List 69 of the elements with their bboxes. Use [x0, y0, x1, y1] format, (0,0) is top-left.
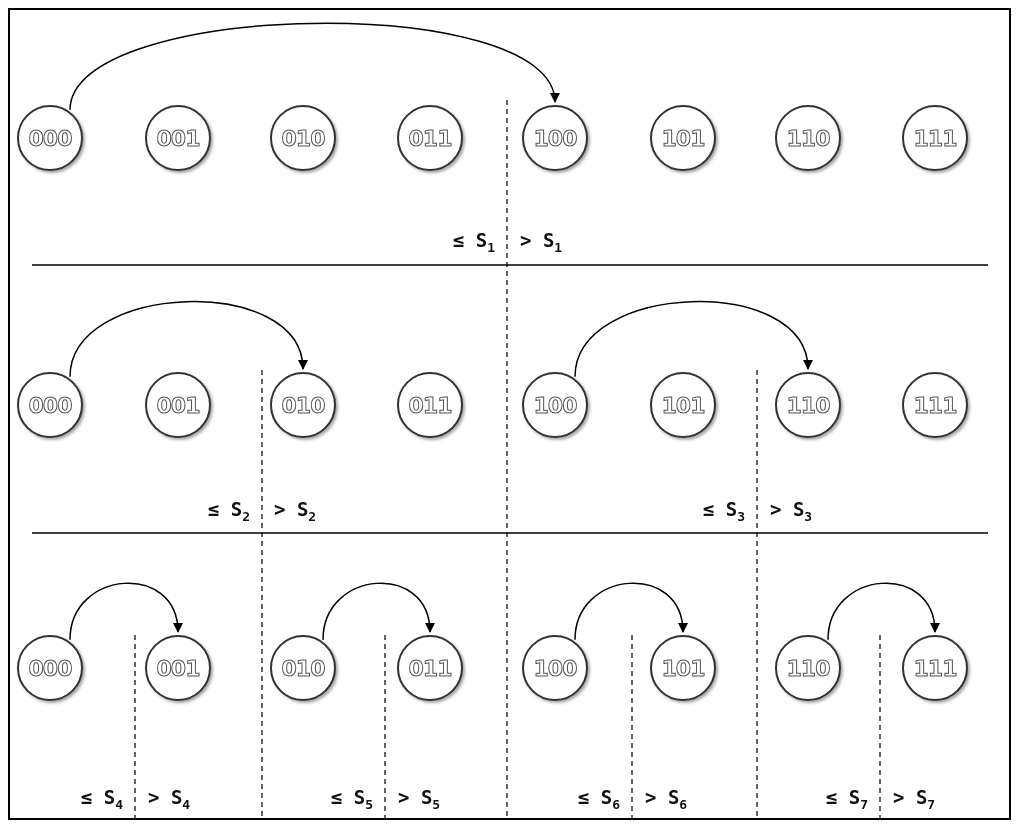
state-circle — [145, 105, 211, 171]
binary-code: 101 — [661, 125, 705, 151]
curved-arrow — [574, 582, 687, 641]
threshold-label: > S$_{7}$ — [893, 786, 936, 812]
state-circle — [145, 372, 211, 438]
binary-code: 000 — [28, 125, 72, 151]
binary-code: 100 — [533, 392, 577, 418]
state-circle — [397, 635, 463, 701]
state-circle — [145, 635, 211, 701]
binary-code: 011 — [408, 125, 452, 151]
state-circle — [397, 105, 463, 171]
binary-code: 101 — [661, 392, 705, 418]
binary-code: 010 — [281, 655, 325, 681]
curved-arrow — [322, 582, 434, 641]
state-circle — [17, 105, 83, 171]
state-circle — [17, 635, 83, 701]
curved-arrow — [69, 300, 306, 378]
binary-code: 100 — [533, 655, 577, 681]
binary-code: 000 — [28, 655, 72, 681]
binary-code: 011 — [408, 655, 452, 681]
binary-code: 111 — [913, 392, 957, 418]
binary-code: 011 — [408, 392, 452, 418]
state-circle — [775, 105, 841, 171]
binary-code: 001 — [156, 392, 200, 418]
state-circle — [270, 105, 336, 171]
state-circle — [270, 635, 336, 701]
threshold-label: > S$_{5}$ — [398, 786, 441, 812]
threshold-label: > S$_{2}$ — [274, 498, 317, 524]
threshold-label: ≤ S$_{5}$ — [330, 786, 373, 812]
threshold-label: ≤ S$_{7}$ — [825, 786, 868, 812]
threshold-label: ≤ S$_{1}$ — [452, 229, 495, 255]
binary-code: 101 — [661, 655, 705, 681]
binary-code: 010 — [281, 392, 325, 418]
binary-code: 110 — [786, 392, 830, 418]
binary-code: 010 — [281, 125, 325, 151]
threshold-label: ≤ S$_{3}$ — [702, 498, 745, 524]
state-circle — [650, 372, 716, 438]
binary-code: 111 — [913, 655, 957, 681]
threshold-label: > S$_{6}$ — [645, 786, 688, 812]
state-circle — [270, 372, 336, 438]
binary-code: 111 — [913, 125, 957, 151]
binary-code: 000 — [28, 392, 72, 418]
state-circle — [902, 635, 968, 701]
threshold-label: ≤ S$_{2}$ — [207, 498, 250, 524]
threshold-label: ≤ S$_{6}$ — [577, 786, 620, 812]
curved-arrow — [574, 300, 811, 378]
threshold-label: ≤ S$_{4}$ — [80, 786, 123, 812]
binary-code: 110 — [786, 125, 830, 151]
state-circle — [902, 372, 968, 438]
state-circle — [397, 372, 463, 438]
state-circle — [775, 372, 841, 438]
binary-code: 100 — [533, 125, 577, 151]
state-circle — [522, 372, 588, 438]
state-circle — [650, 635, 716, 701]
threshold-label: > S$_{1}$ — [520, 229, 563, 255]
threshold-label: > S$_{4}$ — [148, 786, 191, 812]
state-circle — [902, 105, 968, 171]
state-circle — [17, 372, 83, 438]
curved-arrow — [827, 582, 939, 641]
state-circle — [650, 105, 716, 171]
binary-code: 001 — [156, 125, 200, 151]
state-circle — [522, 635, 588, 701]
curved-arrow — [69, 22, 557, 111]
curved-arrow — [69, 582, 182, 641]
state-circle — [522, 105, 588, 171]
binary-code: 001 — [156, 655, 200, 681]
binary-code: 110 — [786, 655, 830, 681]
threshold-label: > S$_{3}$ — [770, 498, 813, 524]
state-circle — [775, 635, 841, 701]
